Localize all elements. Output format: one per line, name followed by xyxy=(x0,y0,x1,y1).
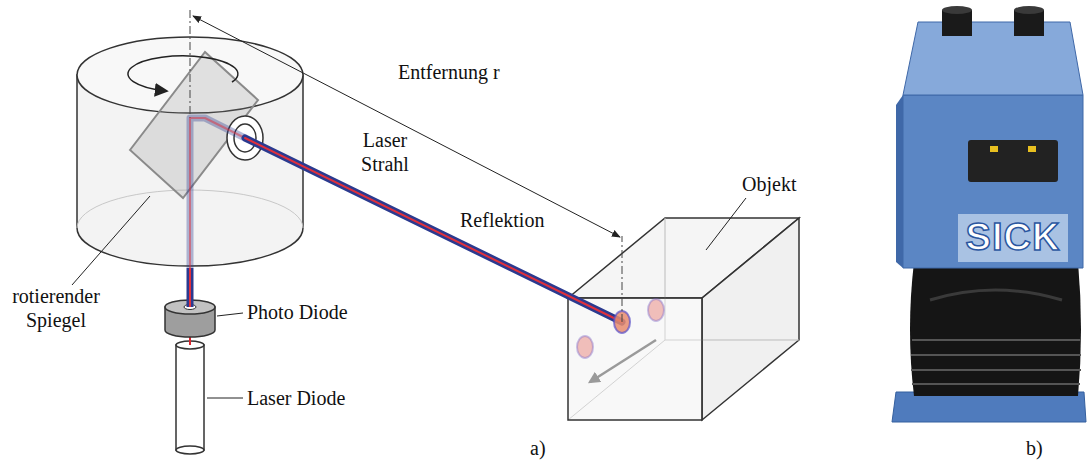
distance-arrow xyxy=(193,16,620,237)
distance-label: Entfernung r xyxy=(398,60,500,84)
laser-beam-housing-inner xyxy=(190,118,245,268)
object-front-face xyxy=(568,298,702,420)
device-front xyxy=(903,95,1083,268)
logo-plate xyxy=(958,214,1068,262)
laser-diode-body xyxy=(176,345,204,450)
photo-diode-label: Photo Diode xyxy=(247,300,348,324)
device-rib xyxy=(912,383,1080,385)
scan-spot xyxy=(648,299,664,321)
laser-beam-housing-outer xyxy=(190,118,245,268)
laser-beam-inner xyxy=(189,268,191,307)
scan-spot xyxy=(577,336,593,358)
leader-line xyxy=(706,198,746,250)
status-led xyxy=(1028,146,1036,152)
laser-beam-inner xyxy=(245,138,622,322)
device-display xyxy=(968,140,1058,182)
leader-line xyxy=(72,196,150,285)
beam-label: Laser Strahl xyxy=(352,128,418,176)
reflection-label: Reflektion xyxy=(458,208,546,232)
device-base xyxy=(892,392,1086,422)
scan-direction-arrow xyxy=(590,340,656,382)
distance-reference xyxy=(622,236,623,322)
laser-beam-outer xyxy=(245,138,622,322)
status-led xyxy=(990,146,998,152)
device-scan-window xyxy=(910,262,1081,396)
leader-line xyxy=(207,398,243,399)
device-rib xyxy=(911,369,1081,371)
object-label: Objekt xyxy=(742,172,796,196)
subfigure-label: b) xyxy=(1026,436,1043,460)
device-rib xyxy=(911,354,1081,356)
rotation-arrow xyxy=(128,56,238,91)
device-top xyxy=(903,22,1083,95)
mirror-label: rotierender Spiegel xyxy=(4,284,108,332)
cable-gland-top xyxy=(942,6,972,14)
laser-diode-bottom xyxy=(176,446,204,454)
device-window-highlight xyxy=(930,290,1062,300)
device-rib xyxy=(912,339,1080,341)
device-side xyxy=(896,95,903,268)
cable-gland-top xyxy=(1014,6,1044,14)
laser-diode-label: Laser Diode xyxy=(247,386,345,410)
device-logo: SICK xyxy=(958,215,1068,261)
leader-line xyxy=(217,313,243,316)
object-side-face xyxy=(702,218,799,420)
rotation-axis xyxy=(190,10,191,118)
laser-beam-outer xyxy=(187,268,194,307)
subfigure-label: a) xyxy=(530,436,546,460)
